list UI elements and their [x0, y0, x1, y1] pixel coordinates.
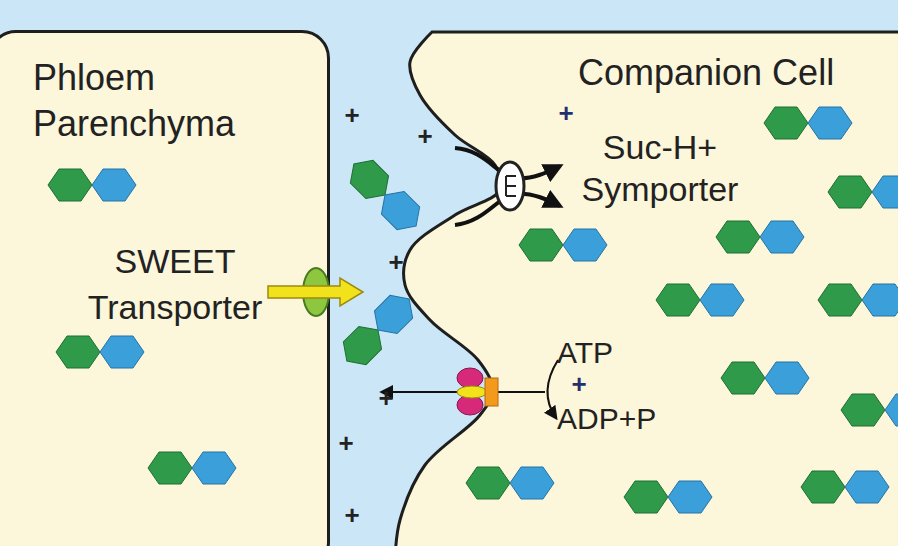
proton-symbol: + [417, 123, 432, 149]
sucrose-molecule [48, 169, 136, 201]
symporter-protein [496, 162, 524, 210]
transporter-name: Suc-H+ Symporter [560, 126, 760, 210]
cell-membrane [395, 32, 898, 546]
sucrose-molecule [841, 394, 898, 426]
pump-atpase-domain [485, 378, 498, 406]
pump-subunit [457, 368, 483, 388]
sucrose-molecule [656, 284, 744, 316]
symporter-label: Suc-H+ Symporter [560, 126, 760, 216]
sweet-transporter-label: SWEET Transporter [75, 238, 275, 334]
cell-name: Phloem Parenchyma [33, 55, 283, 147]
symport-arrow [455, 194, 560, 225]
companion-cell: Companion CellSuc-H+ Symporter [380, 28, 898, 546]
sucrose-molecule [624, 481, 712, 513]
proton-symbol: + [378, 385, 393, 411]
cell-outline [380, 28, 898, 546]
sucrose-molecule [466, 467, 554, 499]
symport-arrow [455, 148, 560, 178]
sucrose-molecule [148, 452, 236, 484]
transporter-name: SWEET Transporter [75, 238, 275, 330]
sucrose-molecule [721, 362, 809, 394]
pump-subunit [457, 395, 483, 415]
atp-hydrolysis-arrow [547, 360, 558, 418]
cell-name: Companion Cell [578, 50, 898, 96]
proton-symbol: + [338, 430, 353, 456]
sucrose-molecule [801, 471, 889, 503]
sucrose-molecule [519, 229, 607, 261]
sweet-flow-arrow [268, 278, 363, 306]
sucrose-molecule [818, 284, 898, 316]
sucrose-molecule [764, 107, 852, 139]
sweet-protein [303, 268, 329, 316]
sucrose-molecule [336, 288, 421, 373]
sucrose-molecule [343, 153, 428, 238]
sucrose-molecule [716, 221, 804, 253]
sucrose-molecule [56, 336, 144, 368]
proton-symbol: + [344, 102, 359, 128]
proton-symbol: + [388, 249, 403, 275]
proton-pump-arrow [382, 391, 545, 393]
proton-symbol: + [344, 502, 359, 528]
pump-channel [457, 386, 487, 398]
sucrose-molecule [828, 176, 898, 208]
symporter-channel [506, 176, 516, 196]
phloem-parenchyma-cell: Phloem ParenchymaSWEET Transporter [0, 30, 330, 546]
